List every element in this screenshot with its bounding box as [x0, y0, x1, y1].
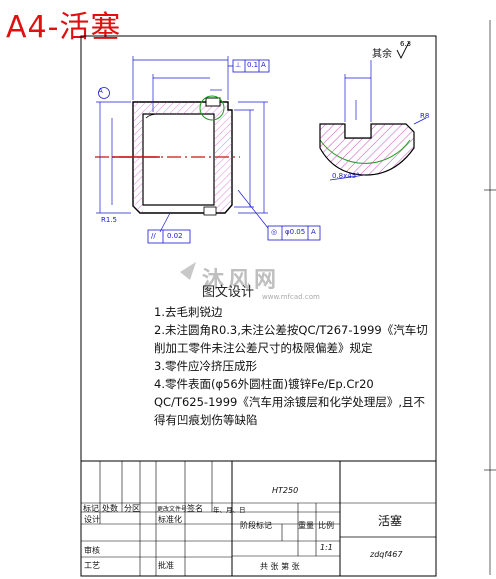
tb-process: 工艺 [84, 561, 100, 570]
note-line-7: 得有凹痕划伤等缺陷 [154, 413, 258, 427]
right-frame-value: φ0.05 [285, 228, 306, 236]
radius-left-label: R1.5 [101, 216, 117, 224]
roughness-other-label: 其余 [372, 49, 392, 60]
watermark-label: 图文设计 [202, 285, 255, 300]
tb-review: 审核 [84, 546, 100, 555]
piston-section-view [95, 95, 240, 216]
top-frame-datum: A [261, 61, 266, 69]
tb-mark: 标记 [83, 504, 99, 513]
note-line-3: 削加工零件未注公差尺寸的极限偏差》规定 [154, 341, 373, 355]
tb-change-doc: 更改文件号 [157, 506, 188, 513]
tb-standardize: 标准化 [158, 515, 182, 524]
right-frame-symbol: ◎ [271, 228, 278, 236]
main-dimensions [96, 56, 269, 233]
watermark-site: www.mfcad.com [262, 293, 320, 301]
scale-value: 1:1 [320, 543, 333, 552]
tb-scale-label: 比例 [318, 521, 334, 530]
drawing-frame [80, 35, 437, 577]
watermark-brand: 沐风网 [202, 268, 281, 293]
bottom-tolerance-frame [147, 229, 191, 244]
datum-a-label: A [98, 87, 103, 95]
bottom-frame-symbol: // [151, 232, 156, 240]
tb-sheets: 共 张 第 张 [260, 562, 300, 571]
right-tolerance-frame [267, 225, 321, 241]
note-line-5: 4.零件表面(φ56外圆柱面)镀锌Fe/Ep.Cr20 [154, 377, 374, 391]
tb-zone: 分区 [124, 504, 140, 513]
tb-approve: 批准 [158, 561, 174, 570]
roughness-symbol [396, 41, 410, 60]
page-title: A4-活塞 [6, 10, 122, 45]
drawing-number: zdqf467 [370, 550, 403, 559]
watermark-logo [180, 262, 196, 280]
title-block-grid [81, 460, 436, 576]
tb-weight: 重量 [298, 521, 314, 530]
roughness-other-value: 6.3 [400, 40, 412, 48]
note-line-4: 3.零件应冷挤压成形 [154, 359, 257, 373]
tb-design: 设计 [84, 515, 100, 524]
tb-date: 年、月、日 [213, 506, 246, 514]
note-line-1: 1.去毛刺锐边 [154, 305, 223, 319]
detail-view [319, 60, 427, 181]
right-frame-datum: A [311, 228, 316, 236]
chamfer-label: 0.8x45° [332, 172, 360, 180]
top-frame-value: 0.1 [247, 61, 259, 69]
radius-detail-label: R8 [420, 112, 430, 120]
bottom-frame-value: 0.02 [167, 232, 183, 240]
material-value: HT250 [272, 486, 299, 495]
tb-stage-mark: 阶段标记 [240, 521, 272, 530]
part-name: 活塞 [378, 514, 403, 528]
note-line-2: 2.未注圆角R0.3,未注公差按QC/T267-1999《汽车切 [154, 323, 428, 337]
tb-count: 处数 [102, 504, 118, 513]
top-frame-symbol: ⊥ [235, 61, 242, 69]
tb-signature: 签名 [187, 504, 203, 513]
note-line-6: QC/T625-1999《汽车用涂镀层和化学处理层》,且不 [154, 395, 426, 409]
datum-a-marker [98, 87, 110, 99]
